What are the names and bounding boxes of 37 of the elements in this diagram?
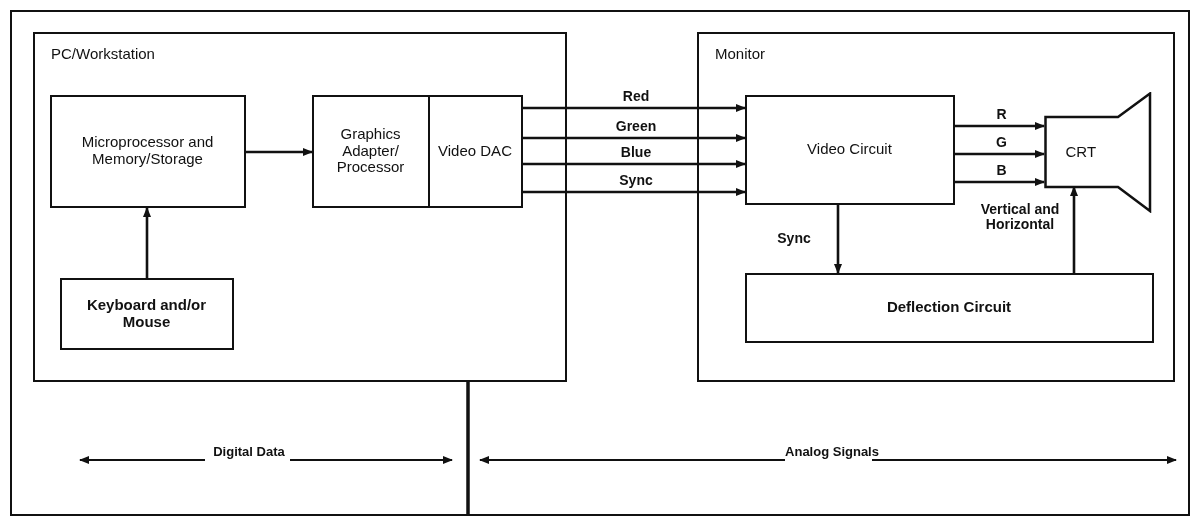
arrow [1070,186,1078,273]
process-box [744,94,955,205]
process-box [59,277,234,350]
edge-label: Sync [618,173,654,188]
process-box [49,94,246,208]
arrow [523,104,746,112]
group-box [697,32,1175,382]
node-label: Video Circuit [807,141,892,158]
node-label: Keyboard and/or Mouse [85,296,208,331]
edge-label: Red [621,89,651,104]
group-title: PC/Workstation [51,46,155,63]
edge-label: Sync [776,231,812,246]
node-label: Microprocessor and Memory/Storage [80,134,215,168]
edge-label: Green [614,119,658,134]
edge-label: Vertical and Horizontal [979,202,1061,232]
node-label: Deflection Circuit [886,299,1012,316]
arrow [246,148,313,156]
edge-label: G [995,135,1008,150]
edge-label: R [995,107,1008,122]
process-box [744,272,1154,343]
arrow [834,205,842,274]
arrow [143,207,151,278]
edge-label: B [995,163,1008,178]
group-box [33,32,567,382]
node-label: Graphics Adapter/ Processor [335,125,406,177]
process-box [311,94,430,208]
arrow [955,122,1045,130]
arrow [523,134,746,142]
arrow [955,178,1045,186]
arrow [523,160,746,168]
node-label: CRT [1065,143,1097,159]
group-title: Monitor [715,46,766,63]
process-box [427,94,523,208]
arrow [955,150,1045,158]
node-label: Video DAC [438,142,512,160]
arrow [523,188,746,196]
edge-label: Blue [619,145,653,160]
